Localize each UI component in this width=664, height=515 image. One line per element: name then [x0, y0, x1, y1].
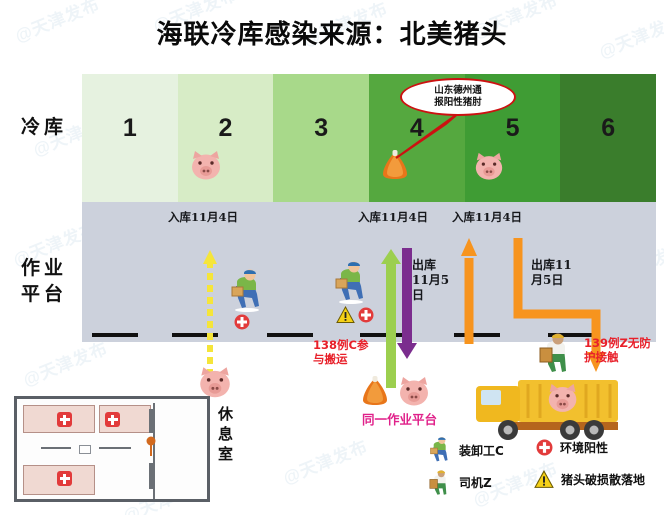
legend-label: 环境阳性 — [560, 441, 609, 455]
legend-item: 装卸工C — [428, 436, 504, 464]
floorplan-door — [149, 463, 154, 489]
platform-row-label: 作业 平台 — [20, 257, 67, 305]
cold-storage-cell[interactable]: 2 — [177, 74, 274, 202]
page-title: 海联冷库感染来源：北美猪头 — [156, 20, 508, 50]
platform-tick — [360, 333, 406, 337]
environment-positive-icon — [358, 307, 374, 323]
case-139-annotation: 139例Z无防 护接触 — [584, 336, 651, 364]
green-up-arrow — [381, 249, 401, 388]
legend-label: 装卸工C — [459, 443, 504, 458]
floorplan-room — [99, 405, 151, 433]
floorplan-wall — [99, 447, 131, 449]
pig-head-icon — [192, 151, 220, 180]
watermark: @天津发布 — [20, 338, 111, 390]
environment-positive-icon — [536, 439, 553, 456]
cell-number: 2 — [218, 114, 233, 142]
callout-bubble: 山东德州通 报阳性猪肘 — [400, 78, 516, 116]
inbound-label: 入库11月4日 — [168, 210, 239, 224]
environment-positive-icon — [234, 314, 250, 330]
cell-number: 5 — [505, 114, 520, 142]
pig-head-icon — [475, 152, 503, 180]
pork-elbow-icon — [363, 376, 387, 405]
legend-item: 司机Z — [428, 468, 492, 496]
platform-tick — [267, 333, 313, 337]
loader-worker-icon — [231, 269, 259, 312]
outbound-label: 出库11 月5日 — [531, 258, 572, 287]
cold-storage-cell[interactable]: 1 — [82, 74, 178, 202]
case-138-annotation: 138例C参 与搬运 — [313, 338, 369, 366]
cell-number: 3 — [314, 114, 329, 142]
platform-tick — [454, 333, 500, 337]
cell-number: 1 — [122, 114, 137, 142]
floorplan — [14, 396, 210, 502]
platform-tick — [172, 333, 218, 337]
floorplan-center-marker — [79, 445, 91, 454]
platform-tick — [548, 333, 594, 337]
watermark: @天津发布 — [280, 436, 371, 488]
platform-tick — [92, 333, 138, 337]
inbound-label: 入库11月4日 — [452, 210, 523, 224]
driver-icon — [429, 470, 447, 495]
warning-triangle-icon — [336, 306, 355, 323]
legend-label: 司机Z — [459, 475, 492, 490]
pig-head-icon — [200, 367, 230, 398]
warning-triangle-icon — [534, 470, 554, 488]
cold-storage-row-label: 冷库 — [20, 116, 67, 138]
pork-elbow-icon — [383, 150, 407, 179]
legend-label: 猪头破损散落地 — [561, 473, 646, 487]
floorplan-wall — [41, 447, 71, 449]
loader-worker-icon — [335, 261, 363, 304]
cold-storage-cell[interactable]: 3 — [273, 74, 370, 202]
floorplan-door — [149, 409, 154, 433]
cold-storage-band: 1 2 3 4 5 6 — [82, 74, 657, 202]
environment-positive-icon — [57, 412, 72, 427]
floorplan-wall — [153, 403, 155, 499]
purple-down-arrow — [397, 248, 417, 359]
same-platform-annotation: 同一作业平台 — [362, 412, 438, 427]
pig-head-icon — [400, 377, 428, 406]
dashed-up-arrow — [203, 250, 217, 376]
legend-item: 环境阳性 — [536, 439, 608, 456]
floorplan-person-marker — [146, 436, 156, 456]
outbound-label: 出库 11月5 日 — [412, 258, 450, 302]
legend: 装卸工C 环境阳性 司机Z — [428, 436, 658, 502]
callout-text: 山东德州通 报阳性猪肘 — [434, 85, 482, 108]
driver-icon — [539, 333, 566, 372]
orange-left-up-arrow — [461, 238, 477, 344]
environment-positive-icon — [57, 471, 72, 486]
legend-item: 猪头破损散落地 — [534, 470, 645, 489]
delivery-truck-icon — [476, 380, 618, 440]
restroom-label: 休 息 室 — [218, 405, 234, 463]
cell-number: 6 — [601, 114, 616, 142]
cold-storage-cell[interactable]: 6 — [560, 74, 657, 202]
inbound-label: 入库11月4日 — [358, 210, 429, 224]
loader-worker-icon — [430, 437, 448, 462]
callout-tail — [395, 111, 461, 159]
environment-positive-icon — [105, 412, 120, 427]
orange-down-elbow-arrow — [513, 238, 605, 372]
cell-number: 4 — [409, 114, 424, 142]
